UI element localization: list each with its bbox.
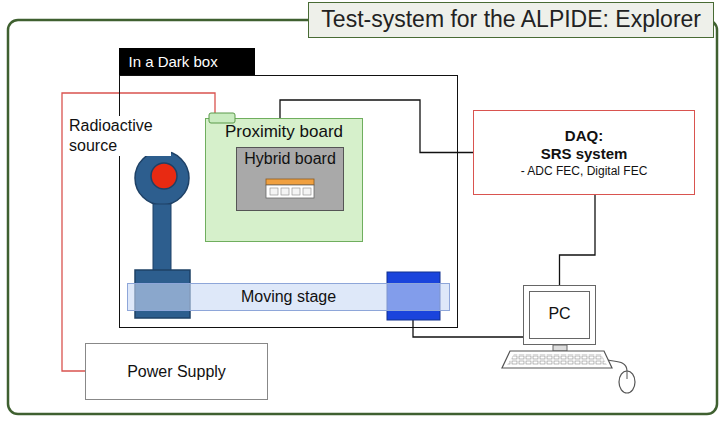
- mouse: [619, 371, 635, 393]
- node-text: DAQ:: [565, 127, 603, 145]
- chip-cell: [281, 188, 289, 195]
- node-text: Power Supply: [127, 363, 226, 381]
- part-label: Radioactive source: [67, 116, 171, 156]
- alpide-chip: [265, 178, 315, 200]
- wire-connector: [560, 195, 596, 285]
- board-connector: [209, 113, 235, 123]
- source-pole: [153, 204, 171, 272]
- chip-cell: [270, 188, 278, 195]
- node-text: SRS system: [541, 145, 628, 163]
- node-text: - ADC FEC, Digital FEC: [521, 163, 648, 179]
- chip-strip: [266, 179, 314, 185]
- chip-body: [266, 185, 314, 198]
- board-box: Hybrid board Proximity board: [205, 118, 363, 242]
- mouse-cord: [608, 360, 627, 371]
- radioactive-source: [151, 163, 177, 189]
- enclosure-box: Hybrid boardProximity boardMoving stageI…: [119, 75, 458, 328]
- board-box: Hybrid board: [236, 147, 344, 211]
- keyboard-keys: [507, 354, 607, 365]
- node-text: Proximity board: [225, 122, 343, 142]
- process-box: Power Supply: [85, 343, 268, 400]
- stage-band: Moving stage: [127, 283, 450, 311]
- chip-cell: [303, 188, 311, 195]
- source-holder: [135, 151, 189, 205]
- process-box: DAQ:SRS system- ADC FEC, Digital FEC: [473, 110, 695, 195]
- monitor-box: PC: [523, 285, 596, 345]
- node-text: PC: [529, 291, 590, 339]
- node-text: Hybrid board: [244, 150, 336, 168]
- box-heading: In a Dark box: [119, 48, 255, 75]
- node-text: Moving stage: [241, 288, 336, 306]
- mouse-button: [627, 371, 628, 379]
- keyboard: [502, 351, 612, 368]
- outer-frame: [8, 20, 717, 414]
- wire-connector: [62, 93, 215, 371]
- diagram-title: Test-system for the ALPIDE: Explorer: [308, 2, 714, 38]
- monitor-stand: [553, 345, 567, 351]
- chip-cell: [292, 188, 300, 195]
